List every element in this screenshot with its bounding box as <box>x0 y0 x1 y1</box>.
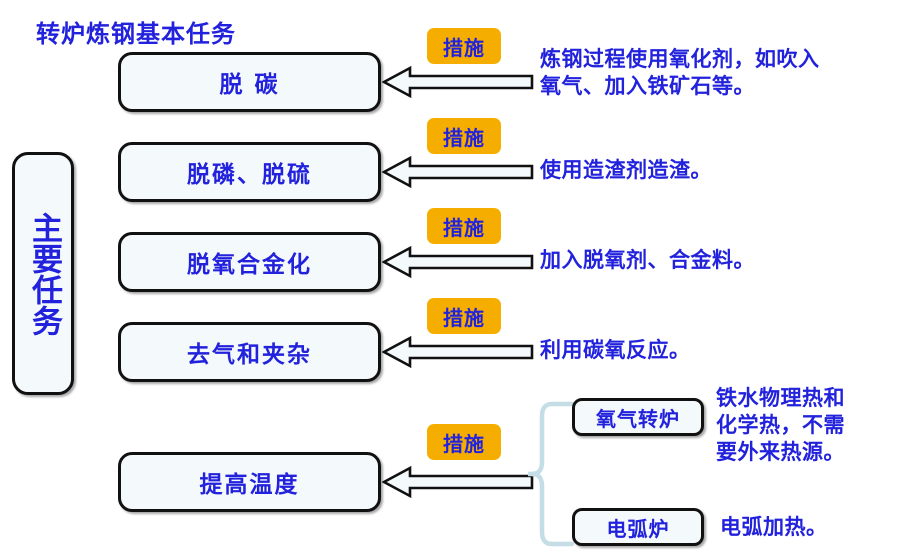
measure-badge-5[interactable]: 措施 <box>427 424 501 460</box>
furnace-description-1: 铁水物理热和 化学热，不需 要外来热源。 <box>716 386 845 464</box>
measure-arrow-3 <box>382 245 534 279</box>
measure-arrow-4 <box>382 335 534 369</box>
measure-arrow-2 <box>382 155 534 189</box>
task-label-2: 脱磷、脱硫 <box>187 162 312 188</box>
main-task-box: 主要任务 <box>12 152 74 395</box>
task-box-2[interactable]: 脱磷、脱硫 <box>118 142 381 202</box>
task-box-1[interactable]: 脱 碳 <box>118 52 381 112</box>
measure-badge-label-2: 措施 <box>443 125 485 150</box>
measure-badge-1[interactable]: 措施 <box>427 28 501 64</box>
measure-badge-label-4: 措施 <box>443 305 485 330</box>
description-4: 利用碳氧反应。 <box>540 338 691 362</box>
measure-badge-3[interactable]: 措施 <box>427 208 501 244</box>
measure-badge-4[interactable]: 措施 <box>427 298 501 334</box>
measure-badge-label-5: 措施 <box>443 431 485 456</box>
furnace-label-1: 氧气转炉 <box>596 406 680 431</box>
description-2: 使用造渣剂造渣。 <box>540 158 712 182</box>
measure-badge-2[interactable]: 措施 <box>427 118 501 154</box>
furnace-box-electric-arc[interactable]: 电弧炉 <box>572 508 704 546</box>
task-label-1: 脱 碳 <box>219 72 280 98</box>
measure-badge-label-1: 措施 <box>443 35 485 60</box>
measure-arrow-5 <box>382 465 534 499</box>
task-label-5: 提高温度 <box>199 472 300 498</box>
furnace-description-2: 电弧加热。 <box>720 515 828 539</box>
task-box-3[interactable]: 脱氧合金化 <box>118 232 381 292</box>
task-box-5[interactable]: 提高温度 <box>118 452 381 512</box>
furnace-brace-connector <box>528 398 574 550</box>
measure-arrow-1 <box>382 65 534 99</box>
page-title: 转炉炼钢基本任务 <box>36 20 236 48</box>
main-task-label: 主要任务 <box>25 211 62 336</box>
furnace-box-oxygen-converter[interactable]: 氧气转炉 <box>572 398 704 436</box>
task-label-4: 去气和夹杂 <box>187 342 312 368</box>
task-box-4[interactable]: 去气和夹杂 <box>118 322 381 382</box>
furnace-label-2: 电弧炉 <box>606 516 670 541</box>
description-1: 炼钢过程使用氧化剂，如吹入 氧气、加入铁矿石等。 <box>540 47 820 98</box>
measure-badge-label-3: 措施 <box>443 215 485 240</box>
description-3: 加入脱氧剂、合金料。 <box>540 248 755 272</box>
task-label-3: 脱氧合金化 <box>187 252 312 278</box>
